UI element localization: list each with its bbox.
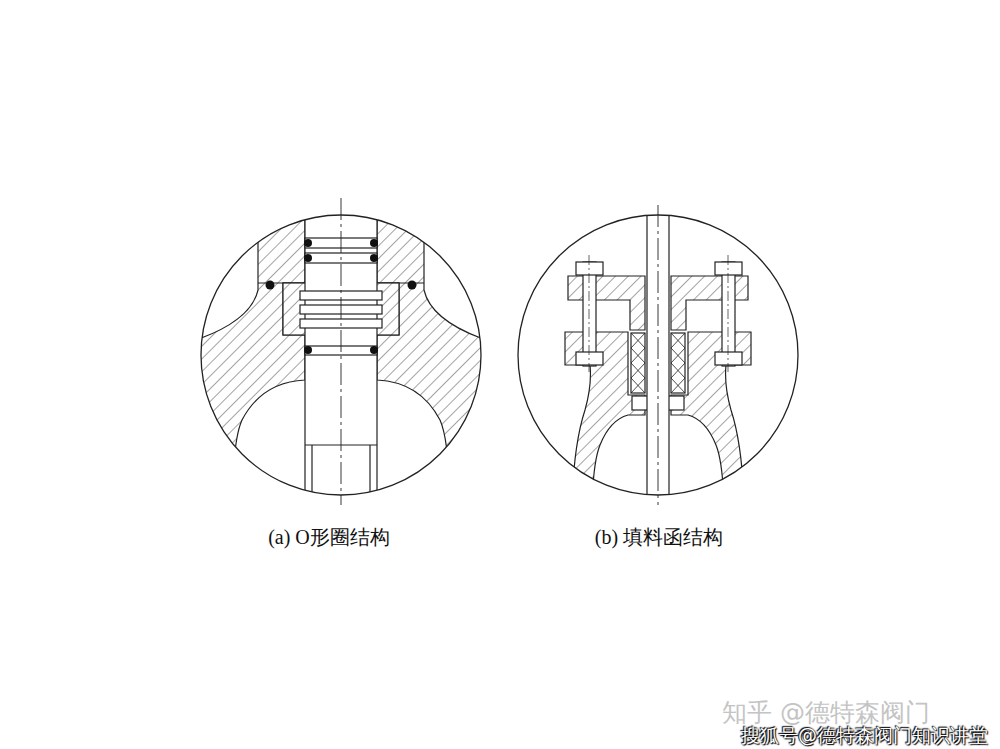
center-line	[658, 205, 659, 505]
detail-circle	[518, 215, 798, 495]
bolt-axis	[728, 255, 729, 372]
o-ring-detail	[180, 180, 502, 520]
detail-circle	[201, 215, 481, 495]
watermark: 搜狐号@德特森阀门知识讲堂	[741, 724, 988, 747]
bolt-axis	[589, 255, 590, 372]
figure-caption: (a) O形圈结构	[268, 525, 390, 549]
center-line	[341, 198, 342, 505]
figure-caption: (b) 填料函结构	[595, 525, 723, 549]
watermark: 知乎 @德特森阀门	[722, 698, 930, 728]
stuffing-box-detail	[565, 200, 751, 520]
